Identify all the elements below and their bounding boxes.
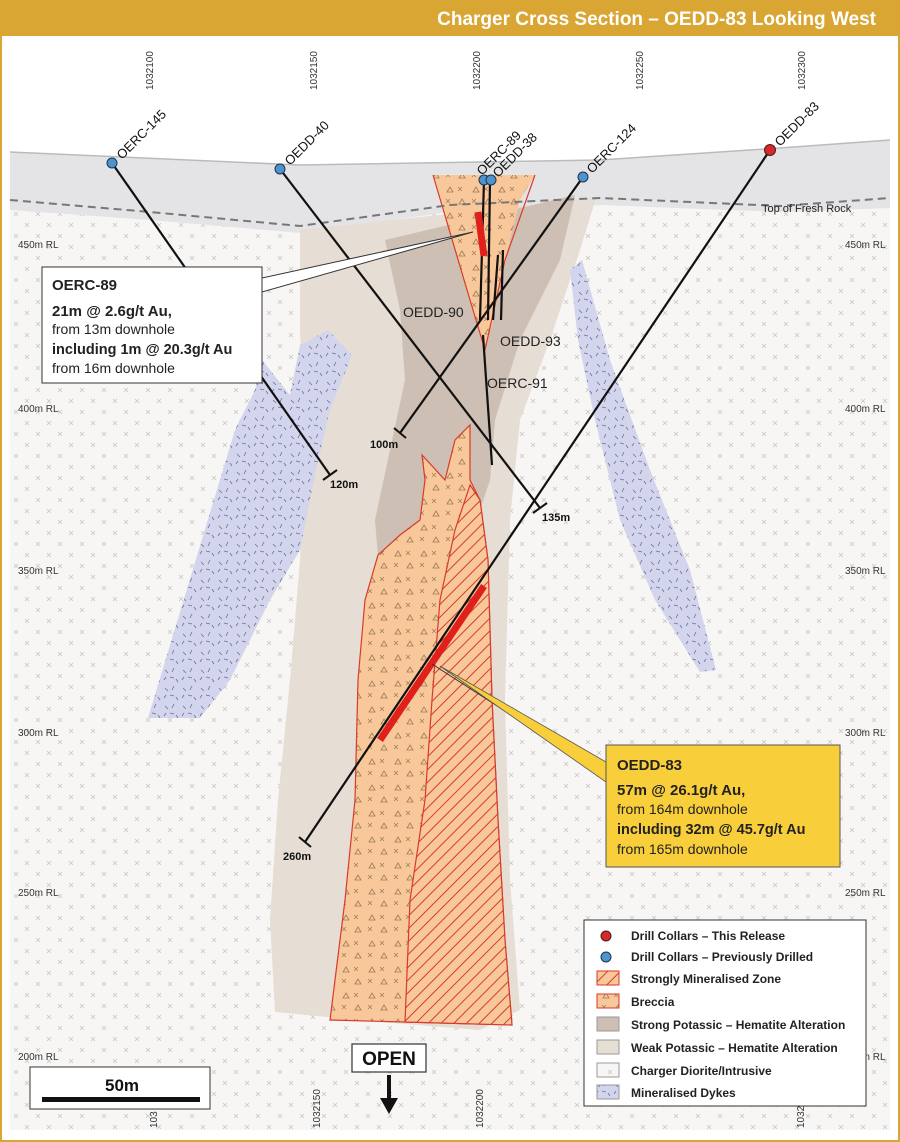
collars (106, 144, 776, 186)
rl-label-left: 350m RL (18, 566, 59, 577)
legend-collar-new-swatch (600, 930, 612, 942)
rl-label-left: 200m RL (18, 1052, 59, 1063)
collar-oedd-83[interactable] (764, 144, 776, 156)
trace-label-oedd-90: OEDD-90 (403, 304, 464, 320)
trace-oedd-93 (499, 249, 505, 321)
legend-dykes-swatch (596, 1084, 620, 1100)
end-depth-label: 260m (283, 851, 311, 863)
rl-label-left: 400m RL (18, 404, 59, 415)
collar-oedd-40[interactable] (274, 163, 286, 175)
legend-strong-potassic-swatch (596, 1016, 620, 1032)
rl-label-right: 250m RL (845, 888, 886, 899)
trace-oedd-40 (279, 168, 541, 509)
trace-oedd-38 (486, 179, 492, 321)
legend-box (583, 919, 867, 1107)
end-tick (298, 836, 312, 848)
rl-label-right: 300m RL (845, 728, 886, 739)
collar-oerc-124[interactable] (577, 171, 589, 183)
intercept-oedd-83 (377, 584, 487, 742)
callout-1-line: from 13m downhole (52, 321, 175, 337)
end-tick (322, 469, 338, 481)
upper-breccia-edge-right (484, 174, 536, 351)
legend-hatch-swatch (596, 970, 620, 986)
easting-top-label: 1032300 (797, 51, 808, 90)
legend-item-label: Breccia (631, 995, 675, 1009)
rl-label-right: 350m RL (845, 566, 886, 577)
open-label: OPEN (362, 1049, 416, 1070)
legend-weak-potassic-swatch (596, 1039, 620, 1055)
callout-1-hole: OERC-89 (52, 277, 117, 294)
open-arrow-icon (380, 1098, 398, 1114)
easting-bottom-label: 1032200 (475, 1089, 486, 1128)
easting-top-label: 1032150 (309, 51, 320, 90)
surface-line (9, 139, 891, 166)
trace-oedd-90 (491, 254, 500, 321)
eastings-top: 1032100 1032150 1032200 1032250 1032300 (145, 51, 808, 90)
legend: Drill Collars – This Release Drill Colla… (596, 929, 845, 1100)
trace-oerc-91 (481, 334, 494, 466)
end-depth-label: 100m (370, 439, 398, 451)
mineralised-zone (404, 483, 513, 1026)
scale-bar (42, 1097, 200, 1102)
legend-diorite-swatch (596, 1062, 620, 1078)
legend-item-label: Weak Potassic – Hematite Alteration (631, 1041, 838, 1055)
easting-bottom-label: 1032150 (312, 1089, 323, 1128)
rl-label-right: 450m RL (845, 240, 886, 251)
callout-2-line: from 165m downhole (617, 841, 748, 857)
sky-area (10, 40, 890, 165)
easting-bottom-label: 103 (149, 1111, 160, 1128)
callout-2-line: from 164m downhole (617, 801, 748, 817)
rl-label-left: 300m RL (18, 728, 59, 739)
end-depth-label: 135m (542, 512, 570, 524)
rl-label-left: 250m RL (18, 888, 59, 899)
trace-oedd-83 (304, 149, 771, 843)
upper-breccia-edge-left (432, 174, 486, 351)
end-depth-label: 120m (330, 479, 358, 491)
end-tick (393, 427, 407, 439)
collar-oedd-38[interactable] (485, 174, 497, 186)
end-ticks (298, 427, 548, 848)
trace-oerc-124 (399, 176, 584, 434)
legend-breccia-swatch (596, 993, 620, 1009)
easting-bottom-label: 1032 (796, 1105, 807, 1128)
callout-2-line: 57m @ 26.1g/t Au, (617, 782, 745, 799)
easting-top-label: 1032100 (145, 51, 156, 90)
open-label-box (351, 1043, 427, 1073)
callout-1-line: including 1m @ 20.3g/t Au (52, 342, 232, 358)
dyke-right (570, 260, 716, 672)
end-tick (532, 502, 548, 514)
eastings-bottom: 103 1032150 1032200 1032 (149, 1089, 807, 1128)
trace-label-oedd-93: OEDD-93 (500, 333, 561, 349)
legend-item-label: Strongly Mineralised Zone (631, 972, 781, 986)
easting-top-label: 1032200 (472, 51, 483, 90)
legend-item-label: Drill Collars – This Release (631, 929, 785, 943)
intercept-oerc-89 (474, 211, 488, 257)
fresh-rock-label: Top of Fresh Rock (762, 203, 852, 215)
callout-1-line: 21m @ 2.6g/t Au, (52, 303, 172, 320)
legend-item-label: Strong Potassic – Hematite Alteration (631, 1018, 845, 1032)
scale-bar-label: 50m (105, 1076, 139, 1095)
rl-label-right: 400m RL (845, 404, 886, 415)
legend-item-label: Drill Collars – Previously Drilled (631, 950, 813, 964)
rl-label-left: 450m RL (18, 240, 59, 251)
callout-2-hole: OEDD-83 (617, 757, 682, 774)
dyke-left (148, 330, 352, 718)
callout-2-line: including 32m @ 45.7g/t Au (617, 822, 805, 838)
callout-1-line: from 16m downhole (52, 360, 175, 376)
trace-label-oerc-91: OERC-91 (487, 375, 548, 391)
collar-oerc-145[interactable] (106, 157, 118, 169)
callout-2-box (605, 744, 841, 868)
callout-1-box (41, 266, 263, 384)
legend-item-label: Charger Diorite/Intrusive (631, 1064, 772, 1078)
fresh-rock-line (9, 196, 891, 228)
upper-breccia (433, 175, 535, 350)
easting-top-label: 1032250 (635, 51, 646, 90)
legend-item-label: Mineralised Dykes (631, 1086, 736, 1100)
legend-collar-old-swatch (600, 951, 612, 963)
figure-title: Charger Cross Section – OEDD-83 Looking … (437, 9, 877, 30)
title-bar (0, 0, 900, 36)
